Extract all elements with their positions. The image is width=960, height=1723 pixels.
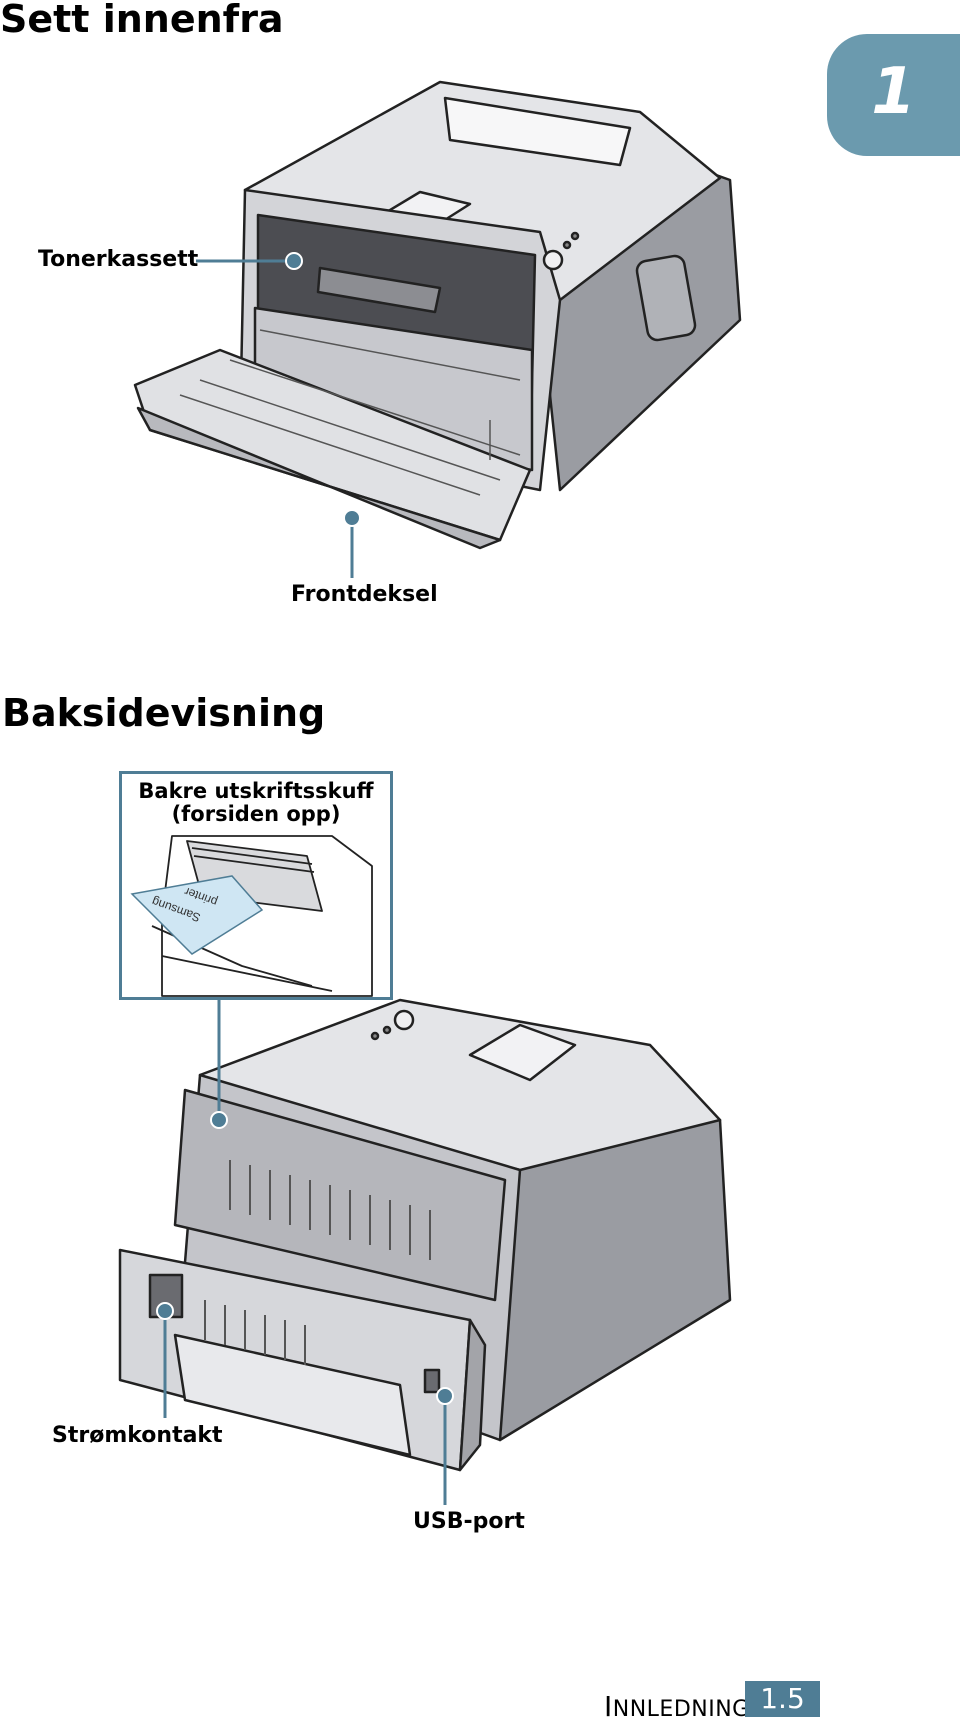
footer-section-initial: I xyxy=(604,1690,613,1723)
printer-inside-illustration xyxy=(133,80,742,550)
rear-tray-detail-illustration: Samsung printer xyxy=(130,835,373,997)
chapter-number: 1 xyxy=(871,55,916,129)
section-title-inside-view: Sett innenfra xyxy=(0,0,284,41)
callout-power-connector: Strømkontakt xyxy=(52,1423,223,1448)
inset-caption-line1: Bakre utskriftsskuff xyxy=(138,779,374,803)
rear-output-tray-inset: Bakre utskriftsskuff (forsiden opp) Sams… xyxy=(119,771,393,1000)
chapter-tab: 1 xyxy=(827,34,960,156)
inset-caption-line2: (forsiden opp) xyxy=(171,802,341,826)
page-number-badge: 1.5 xyxy=(745,1681,820,1717)
leader-lines-top xyxy=(196,252,361,578)
section-title-rear-view: Baksidevisning xyxy=(2,691,326,735)
callout-toner-cartridge: Tonerkassett xyxy=(38,247,199,272)
footer-section-name: INNLEDNING xyxy=(604,1690,750,1723)
footer-section-rest: NNLEDNING xyxy=(612,1697,750,1722)
paper-sheet: Samsung printer xyxy=(130,875,264,955)
inset-caption: Bakre utskriftsskuff (forsiden opp) xyxy=(122,780,390,826)
callout-usb-port: USB-port xyxy=(413,1509,525,1534)
callout-front-cover: Frontdeksel xyxy=(291,582,438,607)
leader-lines-rear xyxy=(156,1000,454,1505)
printer-rear-illustration xyxy=(118,998,732,1472)
